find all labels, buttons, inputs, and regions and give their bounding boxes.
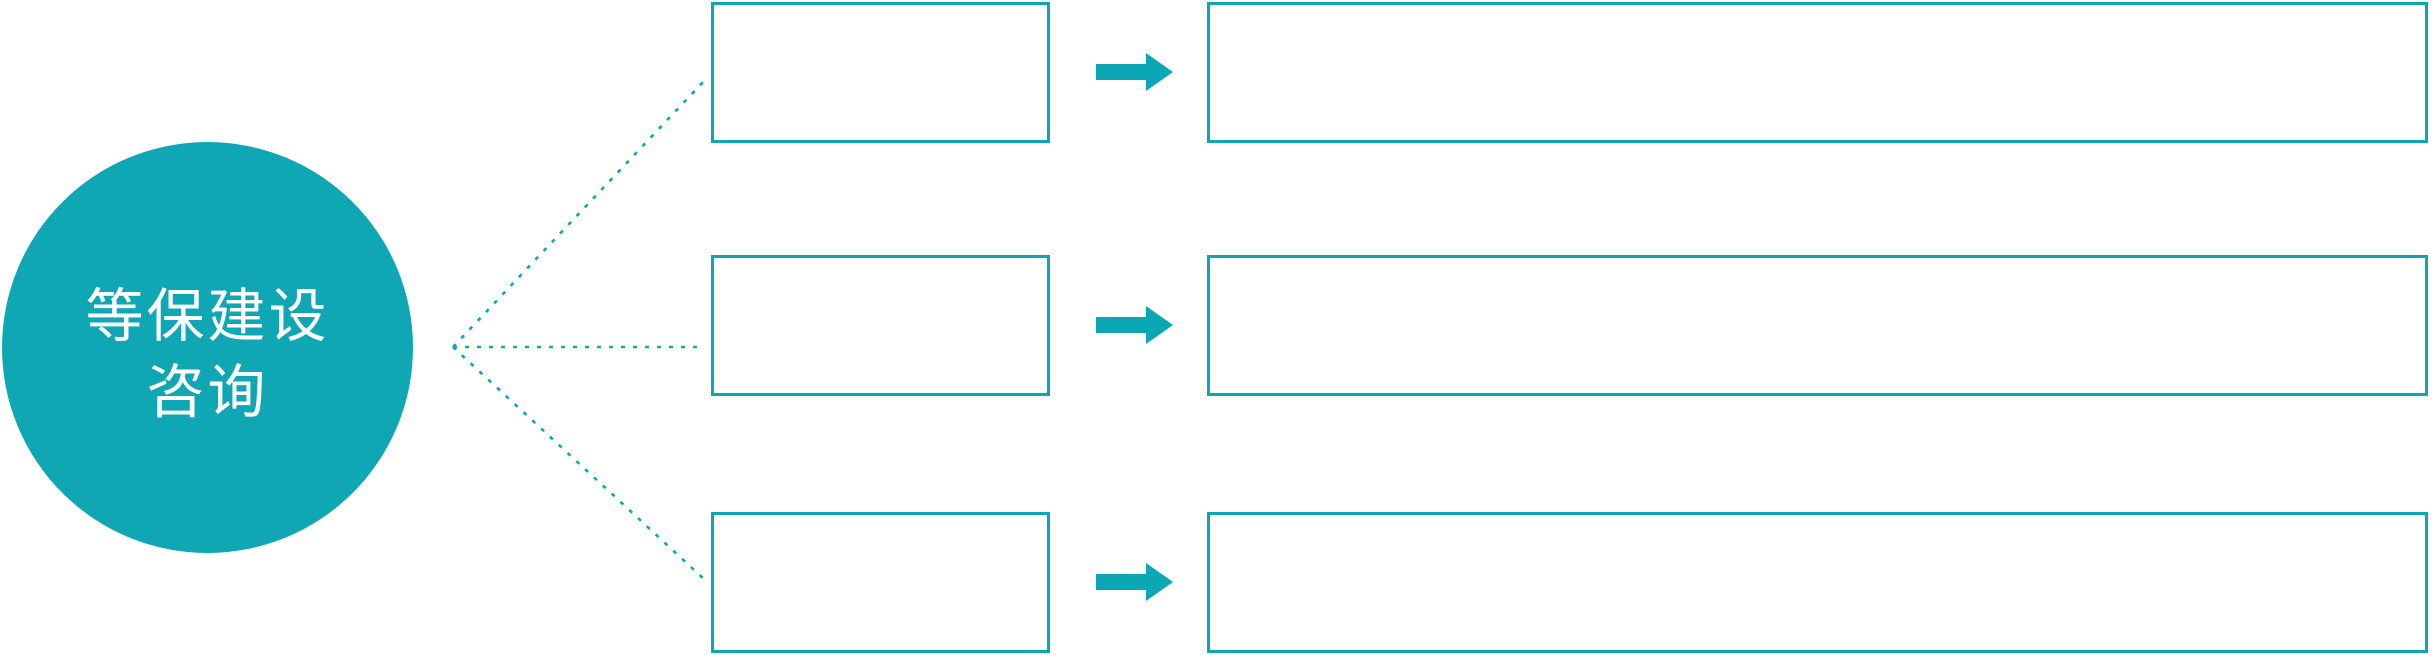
arrow-right-icon: [1096, 306, 1173, 344]
hub-circle-label-line1: 等保建设: [85, 283, 330, 349]
arrow-right-icon: [1096, 563, 1173, 601]
large-box-2-label: [1210, 258, 2425, 393]
small-box-3: [711, 512, 1050, 653]
diagram-row-3: [0, 512, 2434, 653]
large-box-1-label: [1210, 5, 2425, 140]
hub-circle-label-line2: 咨询: [146, 359, 269, 425]
diagram-row-2: [0, 255, 2434, 396]
small-box-2: [711, 255, 1050, 396]
hub-circle: 等保建设 咨询: [2, 142, 413, 553]
large-box-2: [1207, 255, 2428, 396]
diagram-row-1: [0, 2, 2434, 143]
arrow-right-icon: [1096, 53, 1173, 91]
large-box-1: [1207, 2, 2428, 143]
small-box-1: [711, 2, 1050, 143]
large-box-3: [1207, 512, 2428, 653]
small-box-1-label: [714, 5, 1047, 140]
small-box-3-label: [714, 515, 1047, 650]
large-box-3-label: [1210, 515, 2425, 650]
small-box-2-label: [714, 258, 1047, 393]
